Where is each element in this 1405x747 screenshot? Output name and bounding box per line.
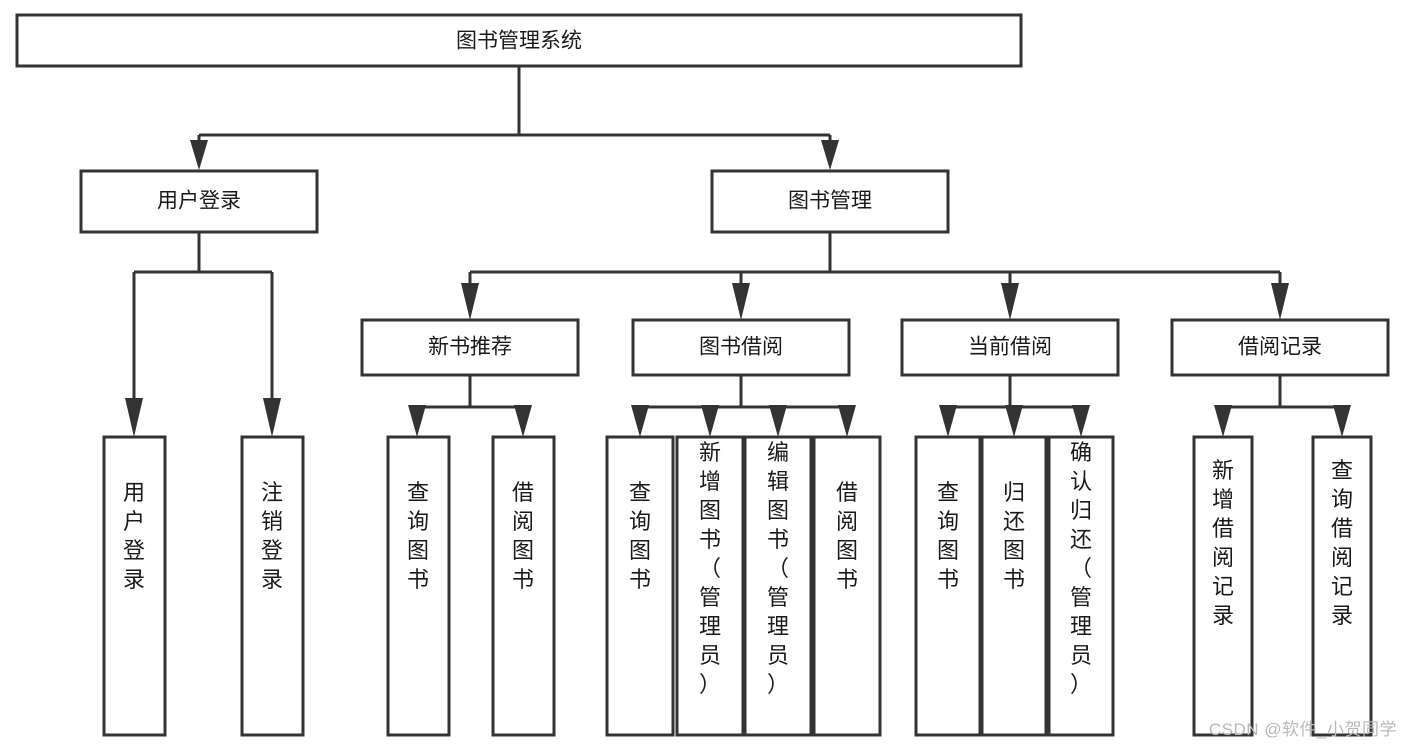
arrowhead-leaf-user-login [125, 398, 143, 437]
leaf-logout-box[interactable] [240, 435, 305, 737]
arrowhead-currentborrow-leaf-2 [1005, 405, 1023, 437]
leaf-user-login[interactable]: 用户登录 [102, 435, 167, 737]
arrowhead-borrowrecord-leaf-1 [1214, 405, 1232, 437]
node-new-book-recommend-box[interactable] [360, 318, 580, 377]
arrowhead-newbook-leaf-1 [408, 405, 426, 437]
arrowhead-new-book [461, 283, 479, 320]
node-book-management-label: 图书管理 [788, 190, 872, 213]
leaf-borrow-query-book[interactable]: 查询图书 [605, 435, 675, 737]
node-user-login-box[interactable] [79, 169, 319, 234]
arrowhead-currentborrow-leaf-3 [1072, 405, 1090, 437]
arrowhead-leaf-logout [263, 398, 281, 437]
node-root-label: 图书管理系统 [456, 30, 582, 53]
leaf-record-add-label: 新增借阅记录 [1212, 458, 1234, 628]
node-new-book-recommend-label: 新书推荐 [428, 336, 512, 359]
leaf-borrow-borrow-book-box[interactable] [812, 435, 882, 737]
node-book-borrow-label: 图书借阅 [699, 336, 783, 359]
leaf-user-login-box[interactable] [102, 435, 167, 737]
leaf-borrow-query-book-box[interactable] [605, 435, 675, 737]
leaf-borrow-edit-book-label: 编辑图书（管理员） [767, 440, 789, 697]
leaf-current-return-book-label: 归还图书 [1003, 480, 1025, 592]
node-book-management-box[interactable] [710, 169, 950, 234]
leaf-current-query-book-label: 查询图书 [937, 480, 959, 592]
leaf-newbook-borrow-book[interactable]: 借阅图书 [491, 435, 556, 737]
leaf-record-query-label: 查询借阅记录 [1331, 458, 1353, 628]
leaf-current-return-book-box[interactable] [980, 435, 1048, 737]
leaf-record-query[interactable]: 查询借阅记录 [1311, 435, 1373, 737]
leaf-logout-label: 注销登录 [261, 480, 283, 592]
leaf-newbook-query-book[interactable]: 查询图书 [386, 435, 451, 737]
node-user-login-label: 用户登录 [157, 190, 241, 213]
leaf-borrow-borrow-book[interactable]: 借阅图书 [812, 435, 882, 737]
node-root-box[interactable] [15, 13, 1023, 68]
node-borrow-record[interactable]: 借阅记录 [1170, 318, 1390, 377]
arrowhead-bookborrow-leaf-1 [631, 405, 649, 437]
leaf-current-confirm-return-label: 确认归还（管理员） [1070, 440, 1092, 697]
leaf-borrow-query-book-label: 查询图书 [629, 480, 651, 592]
arrowhead-bookborrow-leaf-4 [838, 405, 856, 437]
arrowhead-user-login [190, 140, 208, 170]
arrowhead-borrowrecord-leaf-2 [1333, 405, 1351, 437]
leaf-current-confirm-return[interactable]: 确认归还（管理员） [1047, 435, 1115, 737]
leaf-record-query-box[interactable] [1311, 435, 1373, 737]
arrowhead-current-borrow [1001, 283, 1019, 320]
leaf-current-query-book-box[interactable] [914, 435, 982, 737]
leaf-newbook-borrow-book-label: 借阅图书 [512, 480, 534, 592]
leaf-borrow-add-book-box[interactable] [675, 435, 745, 737]
node-current-borrow[interactable]: 当前借阅 [900, 318, 1120, 377]
arrowhead-bookborrow-leaf-2 [701, 405, 719, 437]
node-current-borrow-box[interactable] [900, 318, 1120, 377]
leaf-borrow-borrow-book-label: 借阅图书 [836, 480, 858, 592]
node-new-book-recommend[interactable]: 新书推荐 [360, 318, 580, 377]
leaf-user-login-label: 用户登录 [123, 480, 145, 592]
arrowhead-book-borrow [732, 283, 750, 320]
connector-layer [125, 66, 1351, 437]
node-book-management[interactable]: 图书管理 [710, 169, 950, 234]
leaf-logout[interactable]: 注销登录 [240, 435, 305, 737]
node-borrow-record-box[interactable] [1170, 318, 1390, 377]
node-book-borrow[interactable]: 图书借阅 [631, 318, 851, 377]
leaf-borrow-edit-book[interactable]: 编辑图书（管理员） [743, 435, 813, 737]
leaf-borrow-add-book[interactable]: 新增图书（管理员） [675, 435, 745, 737]
arrowhead-currentborrow-leaf-1 [939, 405, 957, 437]
node-book-borrow-box[interactable] [631, 318, 851, 377]
node-root[interactable]: 图书管理系统 [15, 13, 1023, 68]
leaf-record-add[interactable]: 新增借阅记录 [1192, 435, 1254, 737]
arrowhead-book-mgmt [821, 140, 839, 170]
arrowhead-newbook-leaf-2 [514, 405, 532, 437]
leaf-current-confirm-return-box[interactable] [1047, 435, 1115, 737]
leaf-newbook-query-book-box[interactable] [386, 435, 451, 737]
leaf-borrow-edit-book-box[interactable] [743, 435, 813, 737]
leaf-newbook-borrow-book-box[interactable] [491, 435, 556, 737]
arrowhead-bookborrow-leaf-3 [769, 405, 787, 437]
node-borrow-record-label: 借阅记录 [1238, 336, 1322, 359]
node-current-borrow-label: 当前借阅 [968, 336, 1052, 359]
node-user-login[interactable]: 用户登录 [79, 169, 319, 234]
leaf-current-query-book[interactable]: 查询图书 [914, 435, 982, 737]
leaf-borrow-add-book-label: 新增图书（管理员） [699, 440, 721, 697]
leaf-current-return-book[interactable]: 归还图书 [980, 435, 1048, 737]
leaf-record-add-box[interactable] [1192, 435, 1254, 737]
arrowhead-borrow-record [1271, 283, 1289, 320]
leaf-newbook-query-book-label: 查询图书 [407, 480, 429, 592]
